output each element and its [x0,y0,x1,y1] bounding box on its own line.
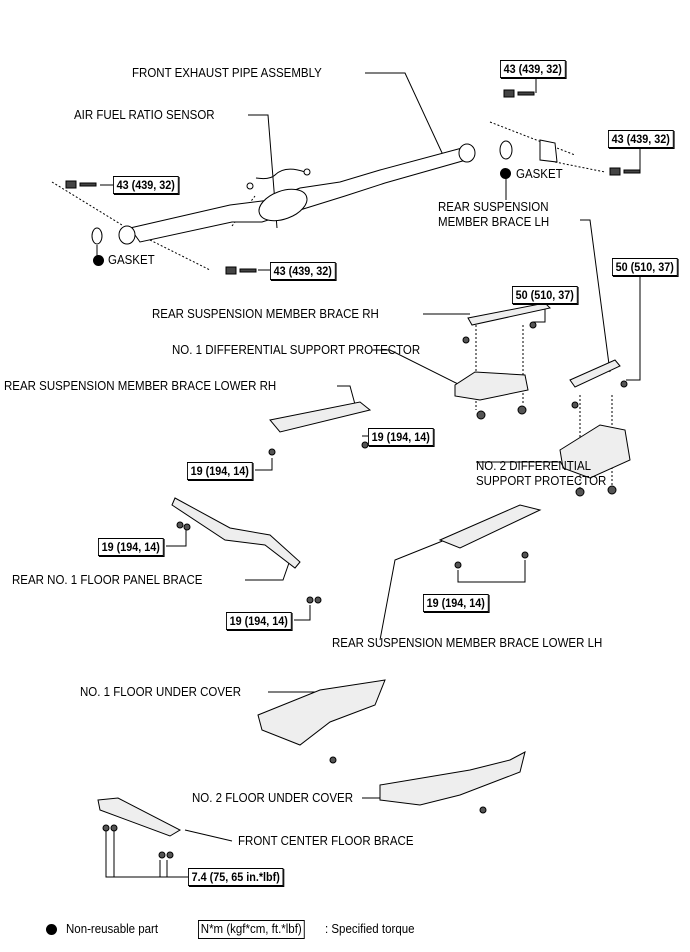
torque-box: 7.4 (75, 65 in.*lbf) [188,868,284,886]
label-floor-panel-brace: REAR NO. 1 FLOOR PANEL BRACE [12,573,203,587]
label-gasket-right: GASKET [516,167,563,181]
leader-lines [96,72,641,878]
legend-torque-desc: : Specified torque [325,922,415,936]
label-diff-protector-1: NO. 1 DIFFERENTIAL SUPPORT PROTECTOR [172,343,421,357]
label-air-fuel-sensor: AIR FUEL RATIO SENSOR [74,108,215,122]
torque-box: 19 (194, 14) [187,462,253,480]
label-brace-rh: REAR SUSPENSION MEMBER BRACE RH [152,307,379,321]
torque-box: 43 (439, 32) [113,176,179,194]
legend-dot-icon [46,924,57,935]
brace-drawings [97,302,631,837]
torque-box: 43 (439, 32) [270,262,336,280]
legend-non-reusable: Non-reusable part [66,922,159,936]
label-brace-lower-lh: REAR SUSPENSION MEMBER BRACE LOWER LH [332,636,603,650]
label-floor-cover-2: NO. 2 FLOOR UNDER COVER [192,791,354,805]
torque-box: 43 (439, 32) [500,60,566,78]
label-center-floor-brace: FRONT CENTER FLOOR BRACE [238,834,414,848]
torque-box: 19 (194, 14) [98,538,164,556]
non-reusable-dot-icon [93,255,104,266]
label-front-exhaust-pipe: FRONT EXHAUST PIPE ASSEMBLY [132,66,322,80]
torque-box: 43 (439, 32) [608,130,674,148]
fasteners [102,321,628,859]
torque-box: 19 (194, 14) [423,594,489,612]
legend-torque-unit: N*m (kgf*cm, ft.*lbf) [198,920,305,939]
torque-box: 50 (510, 37) [512,286,578,304]
label-diff-protector-2a: NO. 2 DIFFERENTIAL [476,459,592,473]
label-brace-lh-1: REAR SUSPENSION [438,200,549,214]
non-reusable-dot-icon [500,168,511,179]
bolts [65,89,641,275]
label-brace-lower-rh: REAR SUSPENSION MEMBER BRACE LOWER RH [4,379,277,393]
torque-box: 50 (510, 37) [612,258,678,276]
label-floor-cover-1: NO. 1 FLOOR UNDER COVER [80,685,242,699]
torque-box: 19 (194, 14) [226,612,292,630]
label-diff-protector-2b: SUPPORT PROTECTOR [476,474,607,488]
exhaust-pipe-drawing [91,139,558,245]
label-gasket-left: GASKET [108,253,155,267]
torque-box: 19 (194, 14) [368,428,434,446]
label-brace-lh-2: MEMBER BRACE LH [438,215,550,229]
dashed-guide-lines [51,121,613,490]
